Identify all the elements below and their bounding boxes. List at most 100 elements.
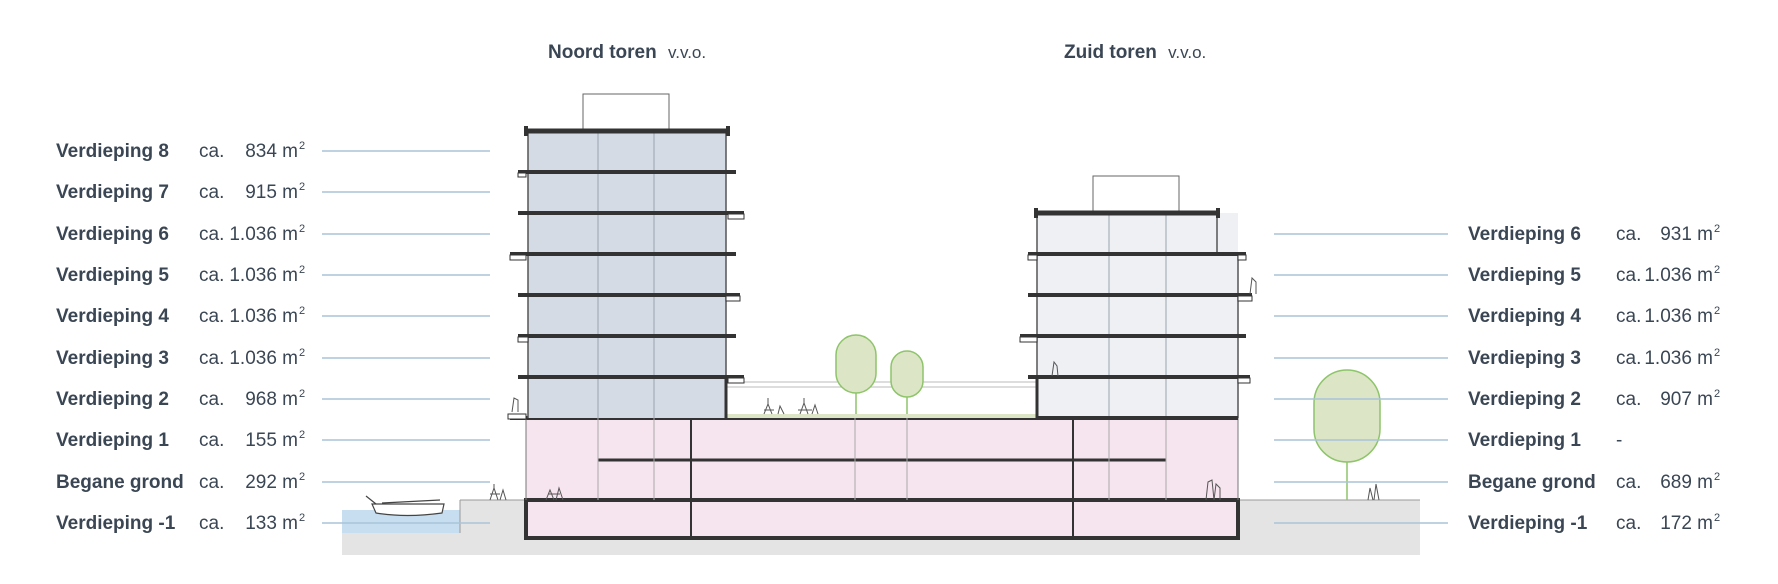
left-leader-lines [322, 150, 490, 524]
north-tower-title: Noord toren v.v.o. [548, 42, 706, 63]
floor-area-unit: 2 [299, 264, 305, 276]
right-leader-lines [1274, 233, 1448, 524]
people-icon [763, 398, 819, 415]
basement-structure [524, 498, 1240, 540]
right-floor-label: Verdieping -1 ca. 172 m 2 [1468, 512, 1720, 534]
left-floor-label: Verdieping 7 ca. 915 m 2 [56, 181, 305, 203]
north-balcony-3 [727, 377, 745, 384]
floor-name: Verdieping -1 [1468, 513, 1588, 534]
floor-area-unit: 2 [299, 471, 305, 483]
floor-ca: ca. [1616, 224, 1641, 245]
floor-ca: ca. [1616, 265, 1641, 286]
floor-area: 689 m [1660, 472, 1713, 493]
floor-name: Verdieping 2 [1468, 389, 1581, 410]
floor-ca: ca. [1616, 389, 1641, 410]
north-tower-facade [528, 131, 726, 418]
floor-name: Begane grond [1468, 472, 1596, 493]
floor-area-unit: 2 [299, 429, 305, 441]
floor-ca: ca. [199, 306, 224, 327]
floor-name: Verdieping 8 [56, 141, 169, 162]
left-floor-label: Verdieping -1 ca. 133 m 2 [56, 512, 305, 534]
left-floor-label: Verdieping 5 ca. 1.036 m 2 [56, 264, 305, 286]
floor-area-unit: 2 [299, 512, 305, 524]
floor-area-unit: 2 [299, 347, 305, 359]
floor-area-unit: 2 [1714, 264, 1720, 276]
right-floor-label: Verdieping 2 ca. 907 m 2 [1468, 388, 1720, 410]
floor-area-unit: 2 [299, 305, 305, 317]
left-floor-label: Verdieping 1 ca. 155 m 2 [56, 429, 305, 451]
south-balcony-6 [1027, 254, 1038, 261]
floor-area-unit: 2 [1714, 305, 1720, 317]
floor-name: Begane grond [56, 472, 184, 493]
roof-garden [726, 334, 1037, 418]
floor-area-unit: 2 [299, 223, 305, 235]
floor-ca: ca. [1616, 348, 1641, 369]
south-balcony-5 [1237, 295, 1253, 302]
north-tower [507, 93, 745, 420]
floor-name: Verdieping 1 [56, 430, 169, 451]
tree-canopy-2 [890, 350, 924, 398]
right-floor-label: Verdieping 1 - [1468, 430, 1622, 451]
right-floor-label: Begane grond ca. 689 m 2 [1468, 471, 1720, 493]
floor-area: 968 m [245, 389, 298, 410]
south-balcony-4 [1019, 336, 1038, 343]
plinth-structure [510, 416, 1239, 502]
right-floor-label: Verdieping 5 ca. 1.036 m 2 [1468, 264, 1720, 286]
floor-area: 931 m [1660, 224, 1713, 245]
right-floor-label: Verdieping 3 ca. 1.036 m 2 [1468, 347, 1720, 369]
floor-ca: ca. [199, 430, 224, 451]
floor-ca: ca. [199, 472, 224, 493]
floor-area: 1.036 m [229, 265, 298, 286]
south-balcony-3 [1237, 377, 1251, 384]
left-floor-labels: Verdieping 8 ca. 834 m 2 Verdieping 7 ca… [56, 140, 305, 534]
floor-area-unit: 2 [1714, 471, 1720, 483]
floor-area: 1.036 m [1644, 265, 1713, 286]
floor-area-unit: 2 [1714, 388, 1720, 400]
floor-name: Verdieping 6 [56, 224, 169, 245]
right-floor-label: Verdieping 4 ca. 1.036 m 2 [1468, 305, 1720, 327]
north-tower-note: v.v.o. [668, 43, 706, 62]
floor-area: 1.036 m [229, 224, 298, 245]
floor-ca: ca. [1616, 306, 1641, 327]
roof-garden-planting [726, 414, 1037, 418]
floor-area-unit: 2 [1714, 347, 1720, 359]
floor-area: 1.036 m [1644, 348, 1713, 369]
floor-name: Verdieping 3 [1468, 348, 1581, 369]
floor-area: 1.036 m [229, 306, 298, 327]
floor-area: 1.036 m [229, 348, 298, 369]
north-tower-name: Noord toren [548, 42, 657, 63]
floor-area: 292 m [245, 472, 298, 493]
floor-area-unit: 2 [299, 181, 305, 193]
right-floor-labels: Verdieping 6 ca. 931 m 2 Verdieping 5 ca… [1468, 223, 1720, 534]
left-floor-label: Verdieping 6 ca. 1.036 m 2 [56, 223, 305, 245]
left-floor-label: Verdieping 2 ca. 968 m 2 [56, 388, 305, 410]
south-tower-note: v.v.o. [1168, 43, 1206, 62]
north-tower-roof-box [582, 93, 670, 132]
left-floor-label: Verdieping 8 ca. 834 m 2 [56, 140, 305, 162]
right-floor-label: Verdieping 6 ca. 931 m 2 [1468, 223, 1720, 245]
floor-ca: ca. [199, 389, 224, 410]
tree-canopy-3 [1313, 369, 1381, 463]
south-tower-roof-box [1092, 175, 1180, 214]
tree-canopy-1 [835, 334, 877, 394]
south-tower-name: Zuid toren [1064, 42, 1157, 63]
floor-area: 1.036 m [1644, 306, 1713, 327]
floor-name: Verdieping 4 [56, 306, 169, 327]
floor-ca: ca. [199, 513, 224, 534]
left-floor-label: Verdieping 3 ca. 1.036 m 2 [56, 347, 305, 369]
north-balcony-7 [727, 213, 745, 220]
north-balcony-6 [509, 254, 527, 261]
north-balcony-5 [725, 295, 741, 302]
floor-area-unit: 2 [299, 388, 305, 400]
south-balcony-6r [1237, 254, 1247, 261]
floor-area-unit: 2 [299, 140, 305, 152]
left-floor-label: Verdieping 4 ca. 1.036 m 2 [56, 305, 305, 327]
floor-area: 834 m [245, 141, 298, 162]
floor-area: - [1616, 430, 1622, 451]
floor-name: Verdieping -1 [56, 513, 176, 534]
left-floor-label: Begane grond ca. 292 m 2 [56, 471, 305, 493]
street-tree [1313, 369, 1381, 500]
basement-fill [526, 500, 1238, 538]
north-balcony-4 [517, 336, 529, 343]
